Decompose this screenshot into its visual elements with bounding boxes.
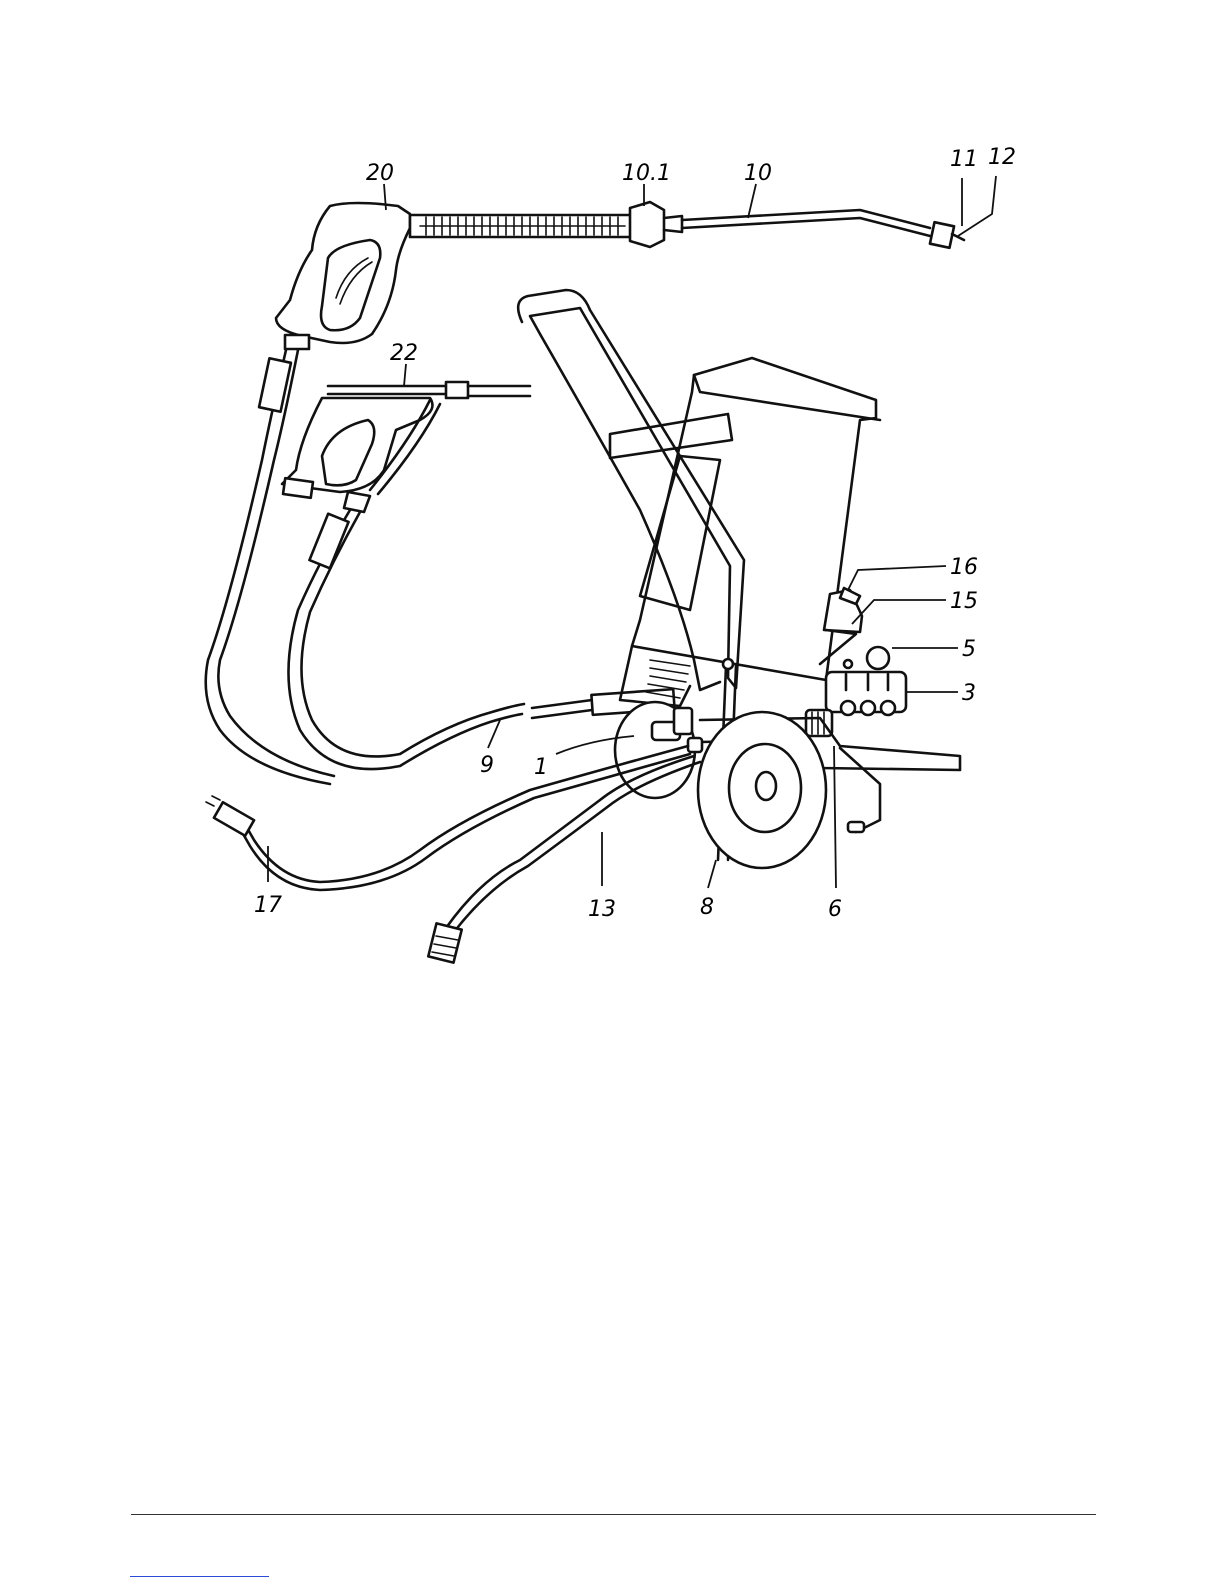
callout-15: 15 bbox=[950, 589, 978, 614]
callout-17: 17 bbox=[254, 893, 282, 918]
callout-10-1: 10.1 bbox=[622, 161, 671, 186]
hose-9 bbox=[288, 510, 674, 769]
callout-13: 13 bbox=[588, 897, 616, 922]
spray-gun-22 bbox=[282, 382, 530, 512]
callout-5: 5 bbox=[962, 637, 976, 662]
callout-12: 12 bbox=[988, 145, 1016, 170]
footer-link-underline[interactable] bbox=[130, 1576, 269, 1577]
callout-16: 16 bbox=[950, 555, 978, 580]
callout-22: 22 bbox=[390, 341, 418, 366]
callout-1: 1 bbox=[534, 755, 548, 780]
callout-6: 6 bbox=[828, 897, 842, 922]
spray-gun-20 bbox=[276, 203, 410, 349]
callout-20: 20 bbox=[366, 161, 394, 186]
callout-9: 9 bbox=[480, 753, 494, 778]
callout-8: 8 bbox=[700, 895, 714, 920]
callout-3: 3 bbox=[962, 681, 976, 706]
footer-divider bbox=[131, 1514, 1096, 1515]
lance-extension-10 bbox=[410, 202, 964, 248]
callout-10: 10 bbox=[744, 161, 772, 186]
callout-11: 11 bbox=[950, 147, 978, 172]
